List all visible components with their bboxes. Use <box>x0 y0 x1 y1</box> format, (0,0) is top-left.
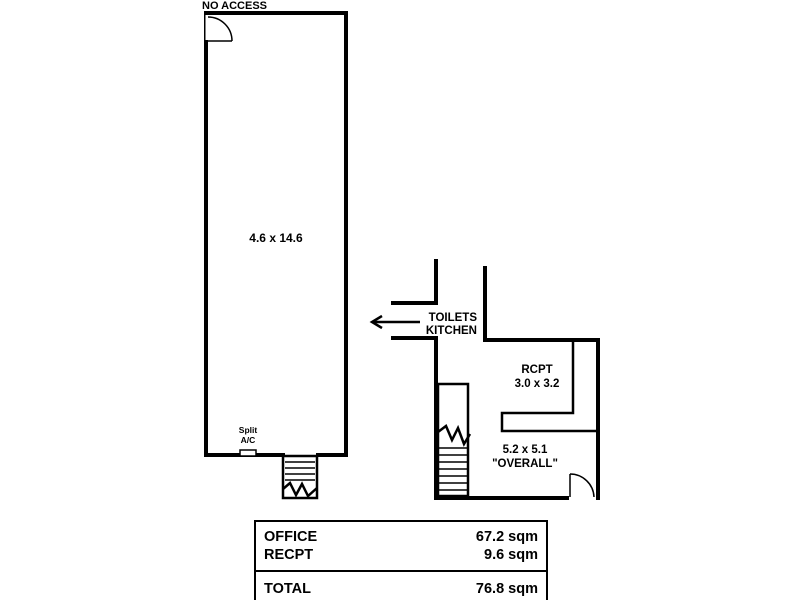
total-value: 76.8 sqm <box>475 581 538 597</box>
area-name: OFFICE <box>264 529 318 545</box>
rcpt-label: RCPT <box>521 364 552 376</box>
reception-door <box>569 473 595 498</box>
table-row: RECPT 9.6 sqm <box>264 546 538 564</box>
table-row: OFFICE 67.2 sqm <box>264 528 538 546</box>
toilets-label: TOILETS <box>429 312 478 324</box>
overall-label: "OVERALL" <box>492 458 558 470</box>
corridor-wall-upper <box>391 259 438 305</box>
area-value: 9.6 sqm <box>484 547 538 563</box>
corridor-wall-lower <box>391 336 438 500</box>
total-row: TOTAL 76.8 sqm <box>264 580 538 598</box>
overall-dimensions: 5.2 x 5.1 <box>503 444 548 456</box>
area-value: 67.2 sqm <box>475 529 538 545</box>
office-room <box>204 11 348 500</box>
split-ac-label-line1: Split <box>239 425 258 435</box>
area-schedule-table: OFFICE 67.2 sqm RECPT 9.6 sqm TOTAL 76.8… <box>254 520 548 600</box>
reception-room <box>434 338 600 500</box>
reception-walls <box>483 338 600 500</box>
reception-partition <box>500 340 598 433</box>
office-walls <box>204 11 348 457</box>
area-name: RECPT <box>264 547 314 563</box>
kitchen-label: KITCHEN <box>426 325 477 337</box>
reception-stairs <box>436 382 472 498</box>
no-access-label: NO ACCESS <box>202 0 267 12</box>
total-name: TOTAL <box>264 581 311 597</box>
office-dimensions: 4.6 x 14.6 <box>249 231 303 245</box>
corridor <box>369 259 487 500</box>
table-divider <box>256 570 546 572</box>
office-entry-stairs <box>281 452 319 500</box>
office-door <box>205 15 233 42</box>
split-ac-label-line2: A/C <box>241 435 256 445</box>
left-arrow-icon <box>369 314 420 330</box>
split-ac-unit <box>239 449 257 457</box>
rcpt-dimensions: 3.0 x 3.2 <box>515 378 560 390</box>
